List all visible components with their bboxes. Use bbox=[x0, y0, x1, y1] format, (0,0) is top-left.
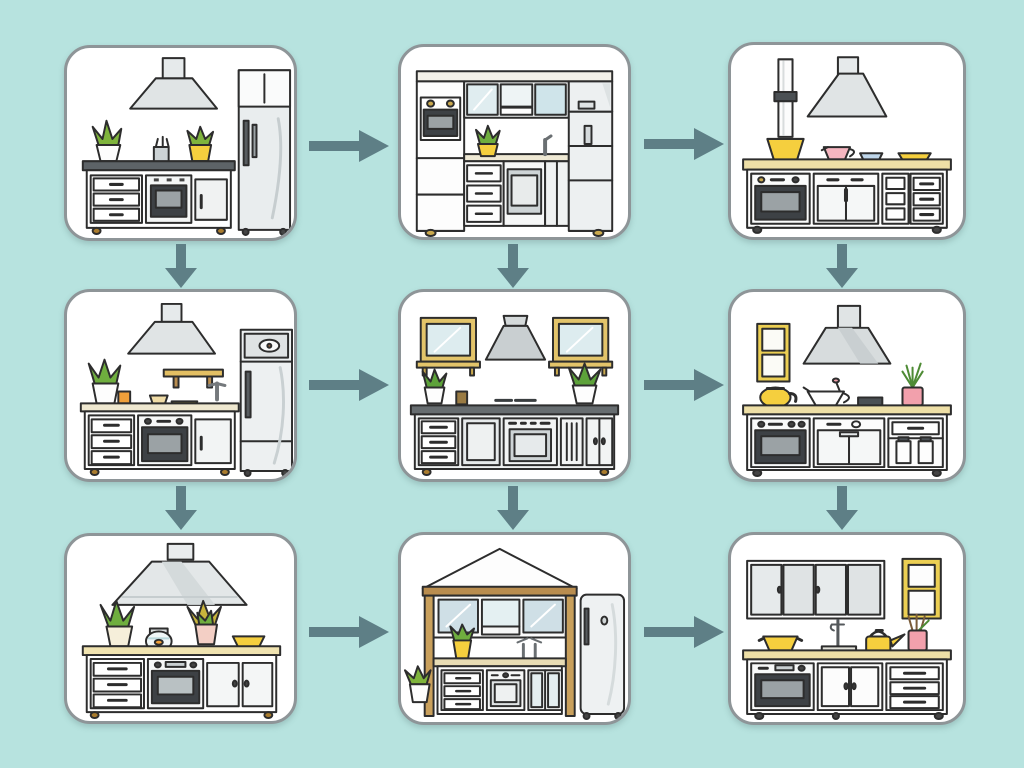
kitchen-counter-hood-fridge-illustration bbox=[81, 57, 292, 236]
full-wall-kitchen-unit-illustration bbox=[415, 70, 614, 237]
flow-node-kitchen-6 bbox=[728, 289, 966, 482]
long-counter-two-windows-illustration bbox=[409, 314, 620, 477]
flow-node-kitchen-5 bbox=[398, 289, 631, 482]
flow-node-kitchen-2 bbox=[398, 44, 631, 240]
hutch-with-roof-and-fridge-illustration bbox=[403, 547, 626, 721]
arrow-right-icon bbox=[306, 128, 392, 164]
flow-node-kitchen-7 bbox=[64, 533, 297, 724]
arrow-right-icon bbox=[644, 126, 724, 162]
arrow-down-icon bbox=[824, 244, 860, 288]
flow-node-kitchen-9 bbox=[728, 532, 966, 725]
arrow-down-icon bbox=[163, 486, 199, 530]
arrow-right-icon bbox=[644, 614, 724, 650]
arrow-right-icon bbox=[644, 367, 724, 403]
upper-cabinets-counter-window-illustration bbox=[742, 557, 952, 721]
arrow-down-icon bbox=[163, 244, 199, 288]
counter-with-pipe-and-bowls-illustration bbox=[742, 56, 952, 234]
arrow-right-icon bbox=[306, 614, 392, 650]
arrow-down-icon bbox=[495, 244, 531, 288]
flow-node-kitchen-4 bbox=[64, 289, 297, 482]
arrow-down-icon bbox=[824, 486, 860, 530]
arrow-right-icon bbox=[306, 367, 392, 403]
counter-big-hood-plants-illustration bbox=[81, 542, 282, 720]
arrow-down-icon bbox=[495, 486, 531, 530]
counter-window-cookware-illustration bbox=[742, 304, 952, 478]
flow-node-kitchen-1 bbox=[64, 45, 297, 241]
flow-node-kitchen-3 bbox=[728, 42, 966, 240]
flow-node-kitchen-8 bbox=[398, 532, 631, 725]
kitchen-counter-shelf-fridge-illustration bbox=[79, 302, 294, 478]
